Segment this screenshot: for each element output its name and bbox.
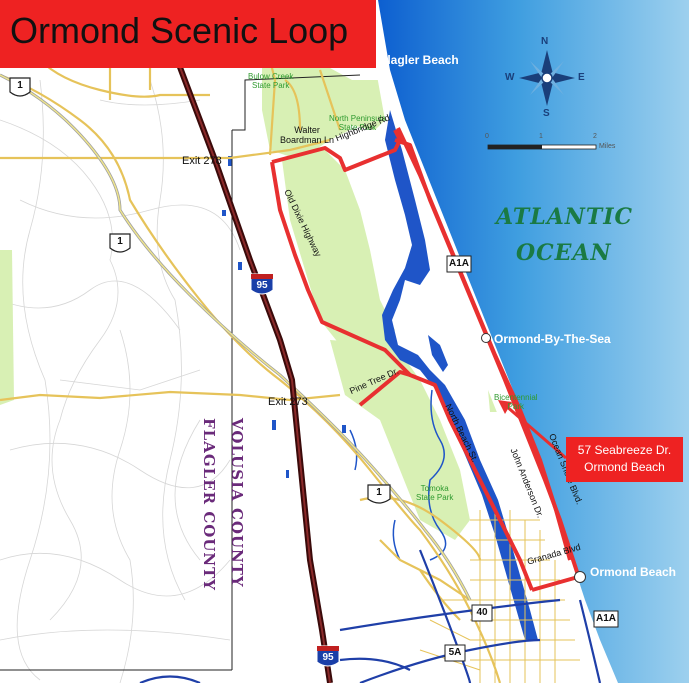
us1-shield-label: 1 <box>17 80 23 91</box>
scale-bar <box>487 144 597 150</box>
scale-tick-1: 1 <box>539 133 543 140</box>
label-ormond-beach: Ormond Beach <box>590 565 677 579</box>
label-bulow-creek-park: Bulow Creek State Park <box>248 72 293 90</box>
shield-shapes <box>9 77 619 667</box>
sr5a-shield-label: 5A <box>448 647 462 658</box>
label-ocean: OCEAN <box>516 240 612 266</box>
compass-s-label: S <box>543 108 550 119</box>
scale-tick-2: 2 <box>593 133 597 140</box>
i95-shield-label: 95 <box>256 280 268 291</box>
scale-tick-0: 0 <box>485 133 489 140</box>
compass-e-label: E <box>578 72 585 83</box>
label-volusia-county: VOLUSIA COUNTY <box>228 418 246 588</box>
label-flagler-beach: Flagler Beach <box>380 53 459 67</box>
label-exit-278: Exit 278 <box>182 155 222 167</box>
park-name-line: State Park <box>252 81 290 90</box>
park-name-line: Tomoka <box>420 484 449 493</box>
label-exit-273: Exit 273 <box>268 396 308 408</box>
city-streets <box>419 510 580 683</box>
park-name-line: North Peninsula <box>329 114 386 123</box>
a1a-shield-label: A1A <box>448 258 469 269</box>
lagoon-branch <box>428 335 448 372</box>
minor-roads <box>0 79 241 683</box>
park-name-line: State Park <box>338 123 377 132</box>
park-name-line: State Park <box>416 493 454 502</box>
ormond-beach-dot <box>574 571 586 583</box>
compass-n-label: N <box>541 36 549 47</box>
atlantic-ocean <box>378 0 689 683</box>
park-name-line: Park <box>507 402 525 411</box>
halifax-river <box>382 110 538 640</box>
scenic-loop-route <box>270 127 586 592</box>
park-name-line: Bicentennial <box>494 393 538 402</box>
label-flagler-county: FLAGLER COUNTY <box>200 418 218 591</box>
map-title: Ormond Scenic Loop <box>10 10 349 51</box>
compass-w-label: W <box>505 72 515 83</box>
road-name-line: Boardman Ln <box>280 135 335 145</box>
callout-city: Ormond Beach <box>584 460 665 474</box>
a1a-shield-label: A1A <box>595 613 616 624</box>
scale-unit: Miles <box>599 143 616 150</box>
callout-arrow <box>504 403 567 460</box>
road-name-line: Walter <box>294 125 320 135</box>
county-boundary <box>0 74 361 671</box>
us1-shield-label: 1 <box>376 487 382 498</box>
address-callout: 57 Seabreeze Dr. Ormond Beach <box>566 437 683 482</box>
label-walter-boardman-ln: Walter Boardman Ln <box>280 125 334 145</box>
sr40-shield-label: 40 <box>476 607 488 618</box>
label-north-peninsula-park: North Peninsula State Park <box>329 114 386 132</box>
compass-rose <box>519 50 575 106</box>
label-bicentennial-park: Bicentennial Park <box>494 393 538 411</box>
title-banner <box>0 0 376 68</box>
park-name-line: Bulow Creek <box>248 72 294 81</box>
label-tomoka-park: Tomoka State Park <box>416 484 453 502</box>
callout-address: 57 Seabreeze Dr. <box>577 443 672 457</box>
ponds <box>222 156 346 478</box>
label-atlantic: ATLANTIC <box>496 204 634 230</box>
state-roads <box>139 549 602 683</box>
ormond-by-the-sea-dot <box>481 333 491 343</box>
us1-shield-label: 1 <box>117 236 123 247</box>
i95-shield-label: 95 <box>322 652 334 663</box>
label-ormond-by-the-sea: Ormond-By-The-Sea <box>494 332 611 346</box>
